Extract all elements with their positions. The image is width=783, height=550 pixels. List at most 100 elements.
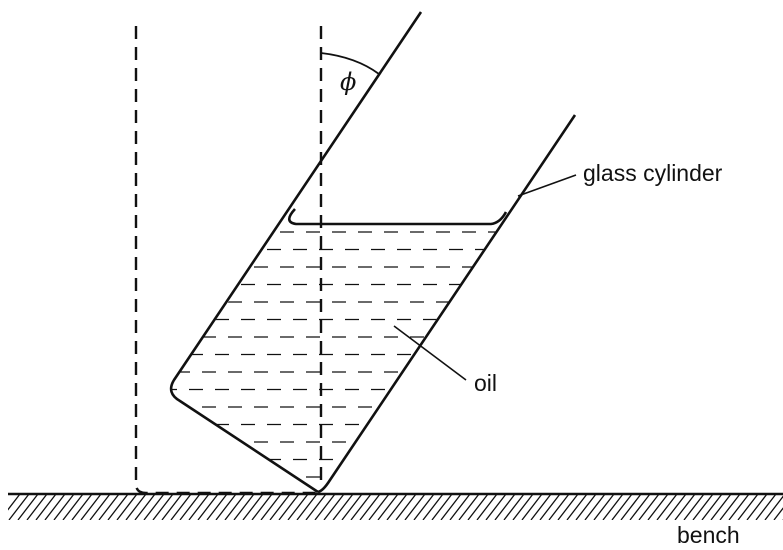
bench-hatch-line bbox=[17, 494, 39, 520]
angle-arc bbox=[320, 52, 380, 75]
bench-hatch-line bbox=[26, 494, 48, 520]
bench-hatching bbox=[8, 494, 783, 520]
bench-hatch-line bbox=[269, 494, 291, 520]
bench-hatch-line bbox=[620, 494, 642, 520]
glass-cylinder-leader bbox=[517, 174, 577, 197]
bench-hatch-line bbox=[116, 494, 138, 520]
bench-hatch-line bbox=[638, 494, 660, 520]
cylinder-left-wall bbox=[169, 11, 423, 494]
bench-hatch-line bbox=[449, 494, 471, 520]
bench-hatch-line bbox=[224, 494, 246, 520]
bench-hatch-line bbox=[287, 494, 309, 520]
bench-hatch-line bbox=[350, 494, 372, 520]
angle-label: ϕ bbox=[340, 68, 356, 96]
bench-hatch-line bbox=[134, 494, 156, 520]
bench-hatch-line bbox=[701, 494, 723, 520]
bench-hatch-line bbox=[485, 494, 507, 520]
bench-hatch-line bbox=[755, 494, 777, 520]
bench-label: bench bbox=[677, 522, 740, 548]
bench-hatch-line bbox=[512, 494, 534, 520]
bench-hatch-line bbox=[422, 494, 444, 520]
bench-hatch-line bbox=[71, 494, 93, 520]
bench-hatch-line bbox=[386, 494, 408, 520]
bench-hatch-line bbox=[584, 494, 606, 520]
bench-hatch-line bbox=[314, 494, 336, 520]
bench-hatch-line bbox=[404, 494, 426, 520]
bench-hatch-line bbox=[764, 495, 783, 520]
bench-hatch-line bbox=[332, 494, 354, 520]
bench-hatch-line bbox=[170, 494, 192, 520]
bench-hatch-line bbox=[161, 494, 183, 520]
bench-hatch-line bbox=[368, 494, 390, 520]
bench-hatch-line bbox=[53, 494, 75, 520]
bench-hatch-line bbox=[629, 494, 651, 520]
bench-hatch-line bbox=[611, 494, 633, 520]
bench-hatch-line bbox=[665, 494, 687, 520]
bench-hatch-line bbox=[278, 494, 300, 520]
bench-hatch-line bbox=[467, 494, 489, 520]
bench-hatch-line bbox=[125, 494, 147, 520]
bench-hatch-line bbox=[233, 494, 255, 520]
bench-hatch-line bbox=[746, 494, 768, 520]
bench-hatch-line bbox=[251, 494, 273, 520]
bench-hatch-line bbox=[710, 494, 732, 520]
bench-hatch-line bbox=[323, 494, 345, 520]
bench-hatch-line bbox=[647, 494, 669, 520]
cylinder-right-wall bbox=[317, 114, 577, 494]
bench-hatch-line bbox=[494, 494, 516, 520]
bench-hatch-line bbox=[188, 494, 210, 520]
bench-hatch-line bbox=[503, 494, 525, 520]
bench-hatch-line bbox=[440, 494, 462, 520]
bench-hatch-line bbox=[44, 494, 66, 520]
bench-hatch-line bbox=[431, 494, 453, 520]
bench-hatch-line bbox=[296, 494, 318, 520]
bench-hatch-line bbox=[62, 494, 84, 520]
bench-hatch-line bbox=[674, 494, 696, 520]
bench-hatch-line bbox=[773, 507, 783, 520]
oil-surface bbox=[287, 208, 508, 226]
upright-cylinder-outline bbox=[134, 26, 318, 495]
bench-hatch-line bbox=[539, 494, 561, 520]
bench-hatch-line bbox=[683, 494, 705, 520]
bench-hatch-line bbox=[377, 494, 399, 520]
bench-hatch-line bbox=[476, 494, 498, 520]
glass-cylinder-label: glass cylinder bbox=[583, 160, 723, 186]
bench-hatch-line bbox=[98, 494, 120, 520]
bench-hatch-line bbox=[359, 494, 381, 520]
bench-hatch-line bbox=[143, 494, 165, 520]
bench-hatch-line bbox=[152, 494, 174, 520]
bench-hatch-line bbox=[8, 494, 30, 520]
bench-hatch-line bbox=[521, 494, 543, 520]
bench-hatch-line bbox=[107, 494, 129, 520]
bench-hatch-line bbox=[179, 494, 201, 520]
bench-hatch-line bbox=[656, 494, 678, 520]
bench-hatch-line bbox=[305, 494, 327, 520]
bench-hatch-line bbox=[413, 494, 435, 520]
oil-leader bbox=[393, 325, 467, 381]
bench-hatch-line bbox=[260, 494, 282, 520]
bench-hatch-line bbox=[242, 494, 264, 520]
bench-hatch-line bbox=[80, 494, 102, 520]
glass-cylinder bbox=[169, 11, 577, 494]
bench-hatch-line bbox=[602, 494, 624, 520]
bench-hatch-line bbox=[566, 494, 588, 520]
bench-hatch-line bbox=[458, 494, 480, 520]
bench-hatch-line bbox=[8, 494, 21, 511]
bench-hatch-line bbox=[530, 494, 552, 520]
bench-hatch-line bbox=[575, 494, 597, 520]
bench-hatch-line bbox=[215, 494, 237, 520]
bench-hatch-line bbox=[197, 494, 219, 520]
bench-hatch-line bbox=[548, 494, 570, 520]
bench-hatch-line bbox=[35, 494, 57, 520]
bench-hatch-line bbox=[719, 494, 741, 520]
oil-label: oil bbox=[474, 370, 497, 396]
bench-hatch-line bbox=[728, 494, 750, 520]
bench-hatch-line bbox=[737, 494, 759, 520]
bench-hatch-line bbox=[89, 494, 111, 520]
bench-hatch-line bbox=[206, 494, 228, 520]
bench-hatch-line bbox=[593, 494, 615, 520]
bench-hatch-line bbox=[395, 494, 417, 520]
bench-hatch-line bbox=[557, 494, 579, 520]
bench-hatch-line bbox=[341, 494, 363, 520]
